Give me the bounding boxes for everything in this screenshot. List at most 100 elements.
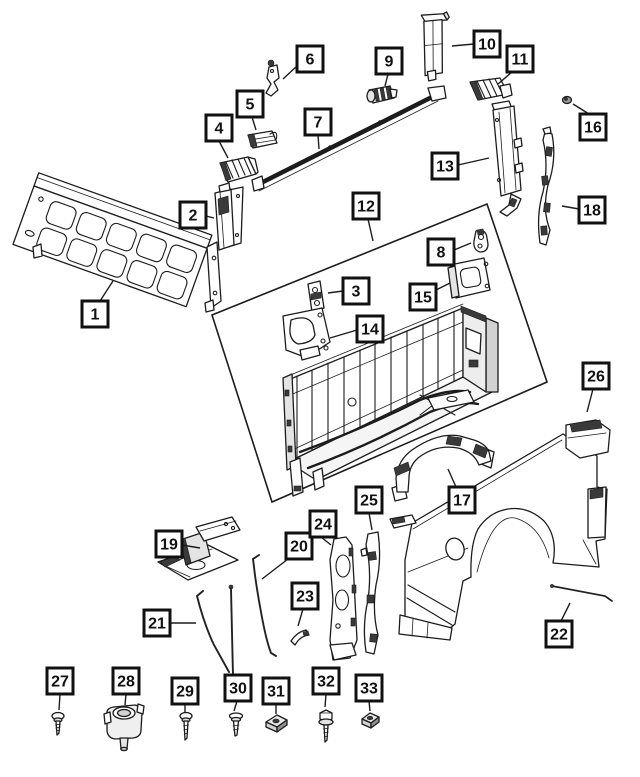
callout-box-5 xyxy=(235,89,265,119)
callout-leader-22 xyxy=(560,602,571,622)
part-stake-post-10 xyxy=(420,11,450,82)
callout-number-8: 8 xyxy=(437,245,446,262)
part-support-rod-20 xyxy=(251,554,277,657)
part-retainer-clip-23 xyxy=(290,629,310,646)
callout-leader-1 xyxy=(99,280,114,302)
callout-number-27: 27 xyxy=(51,674,69,691)
callout-number-5: 5 xyxy=(246,97,255,114)
callout-leader-14 xyxy=(329,329,358,339)
callout-leader-28 xyxy=(124,693,127,706)
callout-leader-10 xyxy=(451,43,475,47)
callout-number-33: 33 xyxy=(360,681,378,698)
callout-number-22: 22 xyxy=(550,627,568,644)
callout-leader-4 xyxy=(218,140,229,159)
callout-number-7: 7 xyxy=(314,115,323,132)
callout-box-12 xyxy=(351,191,381,221)
callout-number-25: 25 xyxy=(360,493,378,510)
callout-number-3: 3 xyxy=(352,284,361,301)
callout-number-2: 2 xyxy=(189,208,198,225)
part-screw-27 xyxy=(51,711,65,736)
callout-leader-23 xyxy=(297,608,304,627)
callout-box-25 xyxy=(354,485,384,515)
callout-leader-15 xyxy=(435,282,451,291)
callout-leader-13 xyxy=(457,157,490,166)
callout-leader-11 xyxy=(497,71,513,85)
callout-box-13 xyxy=(430,151,460,181)
part-support-rod-21 xyxy=(195,590,230,673)
part-teardrop-bracket-8 xyxy=(473,228,489,253)
callout-number-12: 12 xyxy=(357,199,375,216)
part-pillar-reinforcement-18 xyxy=(537,126,555,246)
callout-box-32 xyxy=(311,666,341,696)
callout-leader-18 xyxy=(561,205,580,210)
callout-box-26 xyxy=(581,361,611,391)
callout-box-9 xyxy=(374,46,404,76)
part-drain-plug-28 xyxy=(103,703,145,752)
part-support-rod-vertical xyxy=(228,584,234,677)
callout-leader-5 xyxy=(251,116,257,131)
callout-box-6 xyxy=(295,44,325,74)
callout-leader-16 xyxy=(572,103,590,115)
callout-number-17: 17 xyxy=(453,493,471,510)
callout-box-1 xyxy=(80,299,110,329)
callout-box-19 xyxy=(154,529,184,559)
callout-box-14 xyxy=(355,314,385,344)
part-clip-nut-33 xyxy=(361,712,380,729)
callout-box-18 xyxy=(577,195,607,225)
callout-leader-20 xyxy=(261,558,289,580)
part-box-side-panel-26 xyxy=(389,419,611,641)
part-tiedown-bracket-15 xyxy=(447,257,491,299)
callout-number-11: 11 xyxy=(512,52,529,69)
callout-box-20 xyxy=(284,531,314,561)
part-side-rail-7 xyxy=(251,85,447,192)
callout-number-6: 6 xyxy=(306,52,315,69)
part-pillar-reinforcement-25 xyxy=(360,531,381,655)
callout-number-24: 24 xyxy=(314,517,332,534)
part-clip-16 xyxy=(561,95,573,105)
callout-box-22 xyxy=(544,619,574,649)
part-ribbed-plate-4 xyxy=(219,156,259,183)
part-u-nut-31 xyxy=(265,714,288,733)
callout-box-27 xyxy=(45,666,75,696)
callout-number-13: 13 xyxy=(436,159,454,176)
callout-box-8 xyxy=(426,237,456,267)
part-support-rod-22 xyxy=(550,584,613,602)
callout-box-30 xyxy=(223,673,253,703)
callout-number-1: 1 xyxy=(91,307,100,324)
callout-leader-33 xyxy=(368,700,371,712)
part-support-bracket-19 xyxy=(157,516,241,581)
callout-leader-8 xyxy=(453,242,472,251)
part-wheelhouse-brace-17 xyxy=(391,434,495,502)
callout-box-24 xyxy=(308,509,338,539)
callout-number-4: 4 xyxy=(215,121,224,138)
callout-box-10 xyxy=(472,29,502,59)
callout-box-4 xyxy=(204,113,234,143)
callout-leader-12 xyxy=(367,218,374,242)
callout-leader-26 xyxy=(586,388,594,413)
callout-box-3 xyxy=(341,276,371,306)
callout-number-16: 16 xyxy=(584,120,602,137)
callout-number-30: 30 xyxy=(229,681,247,698)
callout-number-15: 15 xyxy=(414,290,432,307)
callout-number-32: 32 xyxy=(317,674,335,691)
callout-leader-9 xyxy=(384,73,389,87)
callout-box-11 xyxy=(505,44,535,74)
callout-leader-17 xyxy=(447,468,457,488)
callout-box-7 xyxy=(303,107,333,137)
callout-number-21: 21 xyxy=(148,616,166,633)
callout-box-15 xyxy=(408,282,438,312)
part-closure-panel-24 xyxy=(329,536,358,661)
part-wheelhouse-bracket-14 xyxy=(282,307,331,361)
callout-number-18: 18 xyxy=(583,203,601,220)
callout-box-23 xyxy=(290,581,320,611)
callout-number-14: 14 xyxy=(361,322,379,339)
part-strap-bracket-6 xyxy=(265,59,280,97)
callout-box-33 xyxy=(354,673,384,703)
part-box-assembly-outline xyxy=(211,202,548,504)
callout-leader-25 xyxy=(368,512,373,531)
callout-number-31: 31 xyxy=(267,684,285,701)
callout-leader-30 xyxy=(233,700,238,712)
callout-leader-6 xyxy=(282,65,298,80)
